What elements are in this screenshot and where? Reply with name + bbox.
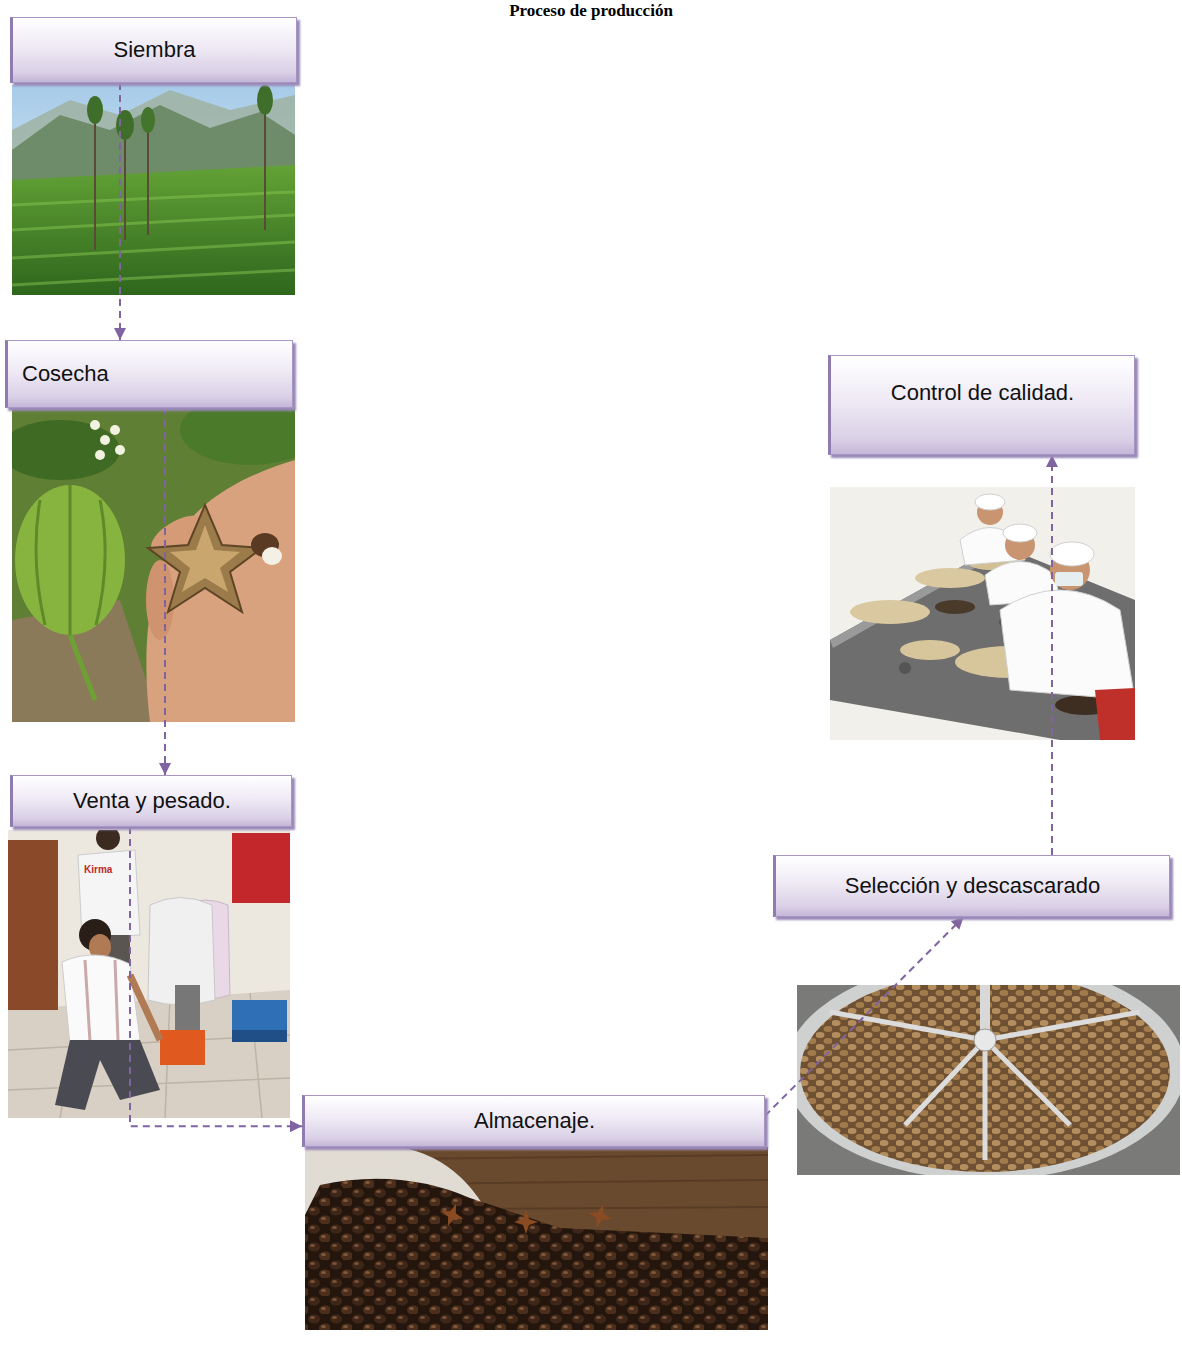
- harvest-photo-part: [12, 420, 120, 480]
- plantation-photo-part: [257, 85, 273, 115]
- weighing-photo-part: [55, 1040, 160, 1110]
- flow-arrow: [164, 408, 166, 775]
- quality-control-photo-part: [975, 494, 1005, 510]
- harvest-photo-part: [146, 560, 174, 640]
- plantation-photo-part: [147, 120, 149, 235]
- harvest-photo-part: [90, 420, 100, 430]
- harvest-photo-part: [15, 485, 125, 635]
- process-box: Control de calidad.: [828, 355, 1135, 455]
- quality-control-photo-part: [915, 568, 985, 588]
- harvest-photo: [12, 408, 295, 722]
- harvest-photo-part: [262, 547, 282, 565]
- storage-photo-part: [585, 1201, 614, 1230]
- peeling-machine-photo: [797, 985, 1180, 1175]
- quality-control-photo-part: [935, 600, 975, 614]
- quality-control-photo-part: [900, 640, 960, 660]
- flow-arrow: [765, 917, 964, 1116]
- peeling-machine-photo-part: [974, 1029, 996, 1051]
- box-label: Cosecha: [22, 361, 109, 387]
- quality-control-photo-part: [899, 662, 911, 674]
- harvest-photo-part: [100, 435, 110, 445]
- weighing-photo-part: [160, 1030, 205, 1065]
- harvest-photo-part: [180, 408, 295, 465]
- shirt-print: Kirma: [84, 864, 112, 875]
- plantation-photo-part: [12, 270, 295, 285]
- weighing-photo-part: [232, 1000, 287, 1030]
- process-box: Cosecha: [5, 340, 293, 408]
- peeling-machine-photo-part: [800, 985, 1170, 1172]
- plantation-photo-part: [12, 192, 295, 205]
- plantation-photo-part: [94, 110, 96, 250]
- peeling-machine-photo-part: [797, 985, 1180, 1175]
- weighing-photo-part: [8, 830, 290, 1118]
- box-label: Almacenaje.: [474, 1108, 595, 1134]
- process-box: Selección y descascarado: [773, 855, 1170, 917]
- quality-control-photo-part: [850, 600, 930, 624]
- storage-photo-part: [305, 1179, 768, 1330]
- plantation-photo-part: [12, 165, 295, 295]
- storage-photo: [305, 1147, 768, 1330]
- box-label: Selección y descascarado: [845, 873, 1101, 899]
- box-label: Siembra: [114, 37, 196, 63]
- quality-control-photo-part: [1055, 572, 1083, 586]
- quality-control-photo-part: [1050, 542, 1094, 566]
- weighing-photo-part: [175, 985, 200, 1035]
- plantation-photo-part: [116, 110, 134, 140]
- weighing-photo-part: [130, 975, 160, 1040]
- harvest-photo-part: [36, 485, 105, 635]
- plantation-photo-part: [124, 125, 126, 240]
- weighing-photo-part: [96, 830, 120, 850]
- quality-control-photo-part: [1000, 590, 1135, 700]
- flow-arrow: [130, 827, 302, 1126]
- quality-control-photo-part: [1095, 688, 1135, 740]
- harvest-photo-part: [110, 425, 120, 435]
- plantation-photo-part: [264, 100, 266, 230]
- weighing-photo: [8, 830, 290, 1118]
- flow-arrow: [119, 83, 121, 340]
- quality-control-photo-part: [1003, 524, 1037, 542]
- weighing-photo-part: [232, 1030, 287, 1042]
- harvest-photo-part: [170, 525, 240, 592]
- storage-photo-part: [514, 1210, 538, 1234]
- harvest-photo-part: [146, 460, 295, 722]
- plantation-photo-part: [12, 85, 295, 295]
- process-box: Siembra: [10, 17, 297, 83]
- weighing-photo-part: [85, 960, 118, 1042]
- storage-photo-part: [305, 1147, 768, 1330]
- quality-control-photo-part: [830, 545, 1135, 740]
- weighing-photo-part: [8, 840, 58, 1010]
- harvest-photo-part: [95, 450, 105, 460]
- weighing-photo-part: [62, 955, 140, 1045]
- plantation-photo-part: [12, 215, 295, 230]
- flow-arrow: [1051, 455, 1053, 855]
- quality-control-photo-part: [830, 487, 1135, 740]
- plantation-photo: [12, 85, 295, 295]
- storage-photo-part: [437, 1200, 468, 1231]
- process-box: Venta y pesado.: [10, 775, 292, 827]
- plantation-photo-part: [12, 242, 295, 258]
- harvest-photo-part: [115, 445, 125, 455]
- harvest-photo-part: [70, 635, 95, 700]
- process-box: Almacenaje.: [302, 1095, 765, 1147]
- weighing-photo-part: [232, 833, 290, 903]
- quality-control-photo: [830, 487, 1135, 740]
- peeling-machine-photo-part: [830, 1012, 1140, 1160]
- plantation-photo-part: [87, 96, 103, 124]
- plantation-photo-part: [141, 107, 155, 133]
- box-label: Control de calidad.: [891, 380, 1074, 406]
- box-label: Venta y pesado.: [73, 788, 231, 814]
